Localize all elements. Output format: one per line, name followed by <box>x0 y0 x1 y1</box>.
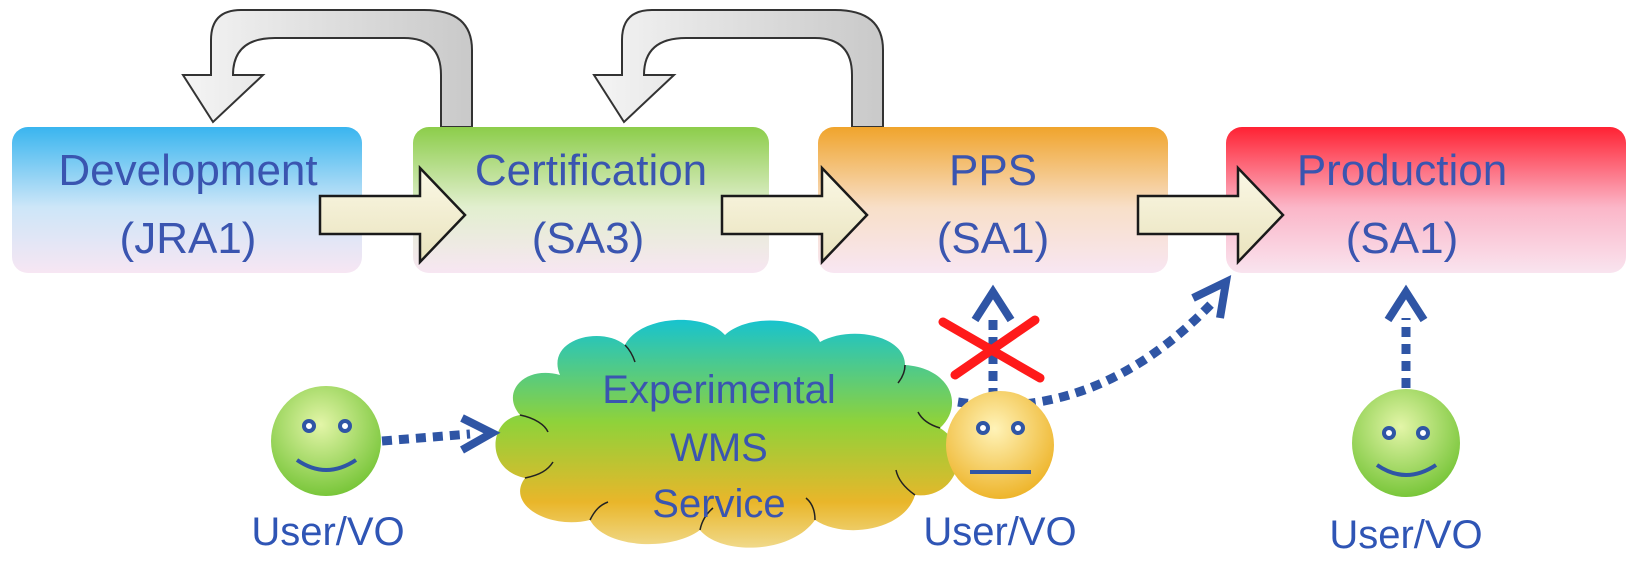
stage-title-production: Production <box>1297 146 1507 195</box>
user-happy-face-icon-left <box>271 386 381 496</box>
dotted-arrow-user-to-cloud <box>381 429 471 446</box>
blocked-x-mark <box>938 315 1045 383</box>
stage-box-production <box>1226 127 1626 273</box>
stage-subtitle-certification: (SA3) <box>532 214 644 263</box>
forward-arrow-1 <box>318 164 467 266</box>
stage-title-certification: Certification <box>475 146 707 195</box>
dotted-arrowhead-user-to-production <box>1191 275 1232 319</box>
loop-arrow-pps-to-certification <box>592 9 884 128</box>
stage-title-pps: PPS <box>949 146 1037 195</box>
stage-box-certification <box>413 127 769 273</box>
dotted-arrowhead-user-to-production-direct <box>1384 284 1428 323</box>
forward-arrow-3 <box>1136 164 1285 266</box>
user-label-right: User/VO <box>1329 513 1482 557</box>
cloud-label-line1: Experimental <box>602 368 835 412</box>
user-label-middle: User/VO <box>923 510 1076 554</box>
cloud-label-line3: Service <box>652 482 785 526</box>
loop-arrow-certification-to-development <box>181 9 473 128</box>
user-happy-face-icon-right <box>1352 389 1460 497</box>
stage-subtitle-development: (JRA1) <box>120 214 257 263</box>
user-neutral-face-icon-middle <box>946 391 1054 499</box>
dotted-arrow-user-to-production <box>957 296 1219 410</box>
forward-arrow-2 <box>720 164 869 266</box>
stage-subtitle-production: (SA1) <box>1346 214 1458 263</box>
stage-box-development <box>12 127 362 273</box>
stage-title-development: Development <box>58 146 317 195</box>
experimental-wms-cloud <box>495 319 959 548</box>
cloud-label-line2: WMS <box>670 426 768 470</box>
dotted-arrowhead-user-to-pps <box>971 284 1015 323</box>
stage-box-pps <box>818 127 1168 273</box>
stage-subtitle-pps: (SA1) <box>937 214 1049 263</box>
dotted-arrowhead-user-to-cloud <box>460 414 501 454</box>
user-label-left: User/VO <box>251 510 404 554</box>
